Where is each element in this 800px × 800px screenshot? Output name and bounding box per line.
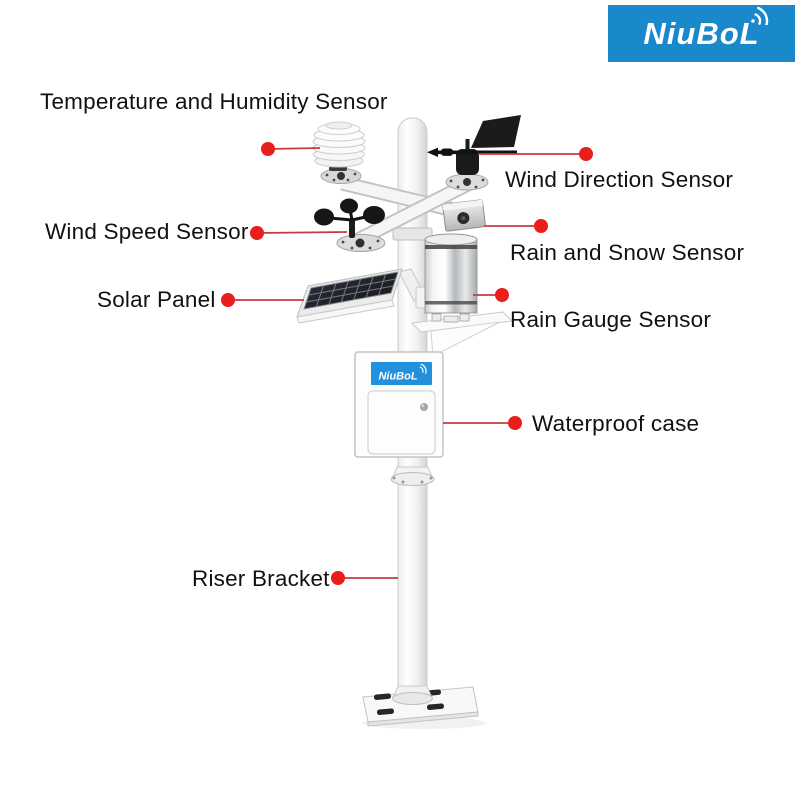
case-door — [367, 390, 436, 455]
rain-snow-sensor — [442, 199, 486, 232]
base-plate — [362, 685, 486, 729]
wind-direction-sensor — [427, 115, 521, 191]
pole-clamp — [392, 227, 433, 241]
wind-speed-sensor — [314, 198, 386, 252]
solar-panel — [296, 268, 432, 324]
marker-dot — [250, 226, 264, 240]
label-rain-gauge-sensor: Rain Gauge Sensor — [510, 307, 712, 332]
marker-dot — [495, 288, 509, 302]
wifi-signal-icon — [750, 6, 768, 25]
marker-dot — [579, 147, 593, 161]
marker-dot — [261, 142, 275, 156]
case-logo-banner — [371, 362, 432, 385]
callout-riser-bracket — [331, 571, 398, 585]
case-logo-text: NiuBoL — [378, 371, 417, 383]
cross-arm-front — [348, 176, 474, 250]
case-door-knob — [420, 403, 428, 411]
marker-dot — [331, 571, 345, 585]
callout-rain-gauge — [473, 288, 509, 302]
label-wind-speed-sensor: Wind Speed Sensor — [45, 219, 249, 244]
callout-solar-panel — [221, 293, 304, 307]
case-wifi-icon — [419, 363, 427, 374]
label-waterproof-case: Waterproof case — [532, 411, 700, 436]
label-solar-panel: Solar Panel — [97, 287, 216, 312]
label-rain-and-snow-sensor: Rain and Snow Sensor — [510, 240, 745, 265]
brand-logo-text: NiuBoL — [643, 15, 760, 51]
brand-logo: NiuBoL — [608, 5, 795, 62]
marker-dot — [508, 416, 522, 430]
callout-rain-snow — [484, 219, 548, 233]
marker-dot — [534, 219, 548, 233]
callout-temperature-humidity — [261, 142, 321, 156]
label-riser-bracket: Riser Bracket — [192, 566, 330, 591]
pole-flange — [390, 466, 435, 486]
callout-wind-direction — [478, 147, 593, 161]
waterproof-case: NiuBoL — [354, 351, 444, 458]
rain-gauge-sensor — [410, 233, 514, 357]
marker-dot — [221, 293, 235, 307]
callout-waterproof-case — [443, 416, 522, 430]
callout-wind-speed — [250, 226, 348, 240]
temperature-humidity-sensor — [312, 121, 366, 184]
label-temperature-humidity-sensor: Temperature and Humidity Sensor — [40, 89, 388, 114]
label-wind-direction-sensor: Wind Direction Sensor — [505, 167, 734, 192]
